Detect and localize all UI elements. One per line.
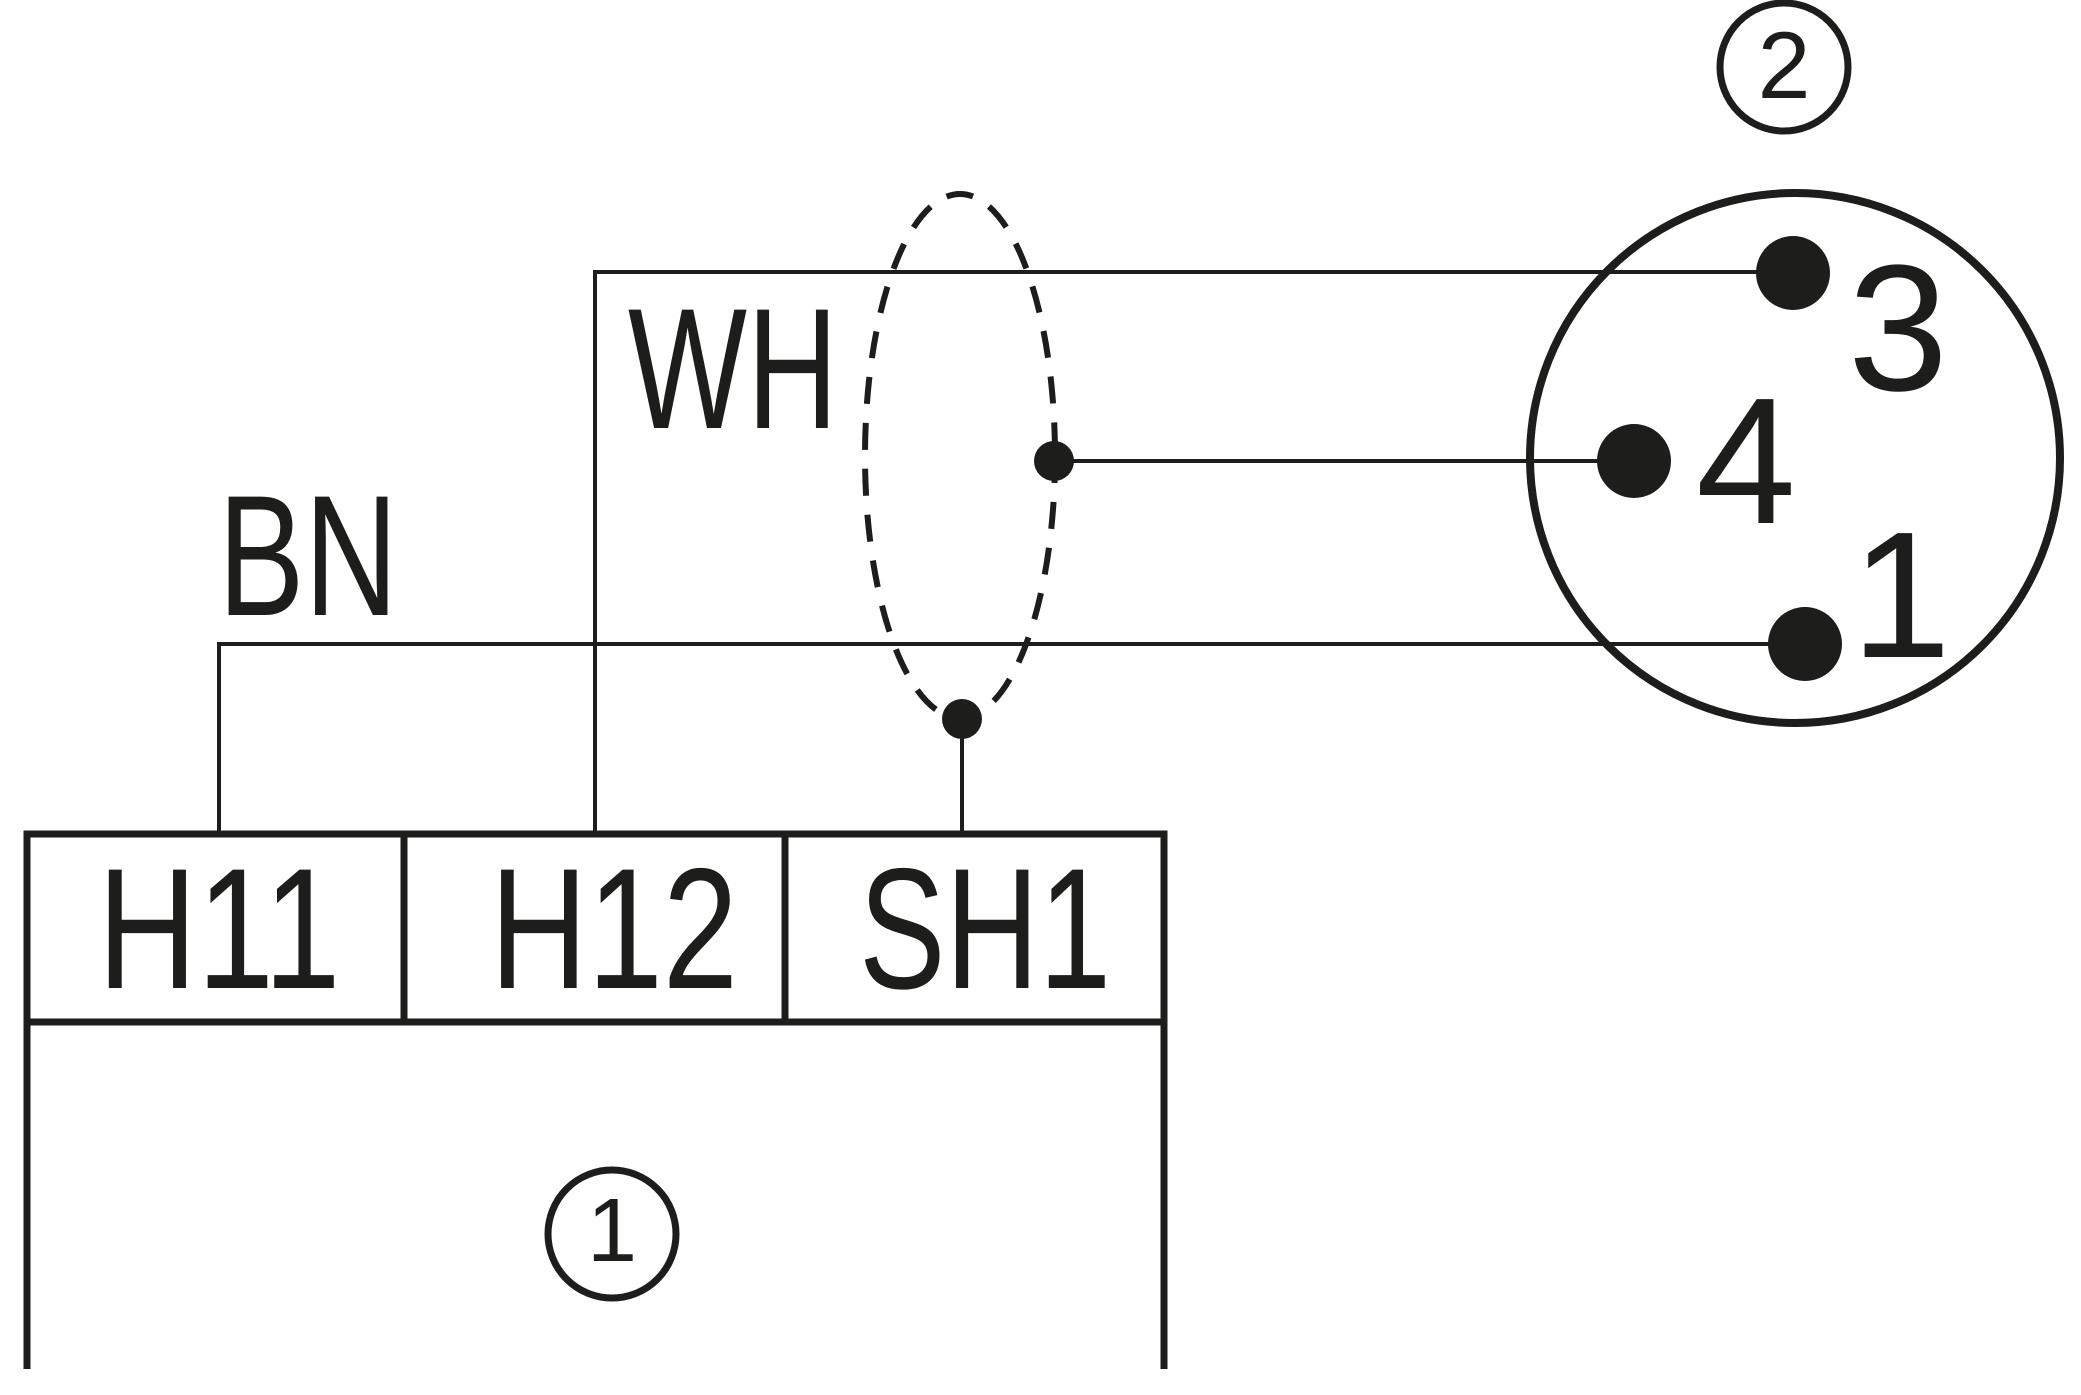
badge-2-label: 2	[1758, 13, 1811, 119]
shield-junction-dot	[1034, 441, 1074, 481]
reference-badge-2: 2	[1716, 0, 1852, 135]
terminal-label-h12: H12	[490, 833, 738, 1025]
badge-1-circle	[544, 1166, 680, 1302]
badge-2-circle	[1716, 0, 1852, 135]
pin-label-3: 3	[1848, 228, 1948, 429]
connector-face-circle	[1526, 189, 2064, 727]
shield-bottom-junction-dot	[942, 699, 982, 739]
terminal-label-sh1: SH1	[859, 833, 1111, 1025]
bn-wire-label: BN	[218, 460, 398, 652]
connector-pin1-dot	[1768, 607, 1842, 681]
wh-wire-label: WH	[628, 273, 838, 465]
device-outline	[23, 830, 1168, 1369]
pin-label-4: 4	[1696, 361, 1796, 562]
bn-wire-to-pin1	[217, 642, 1805, 834]
connector-pin4-dot	[1597, 424, 1671, 498]
connector-pin3-dot	[1756, 236, 1830, 310]
pin-label-1: 1	[1851, 495, 1951, 696]
wh-wire-to-pin3	[593, 270, 1793, 834]
badge-1-label: 1	[587, 1181, 637, 1281]
reference-badge-1: 1	[544, 1166, 680, 1302]
terminal-label-h11: H11	[98, 833, 341, 1025]
terminal-block: H11 H12 SH1	[23, 830, 1168, 1369]
connector-face: 3 4 1	[1526, 189, 2064, 727]
